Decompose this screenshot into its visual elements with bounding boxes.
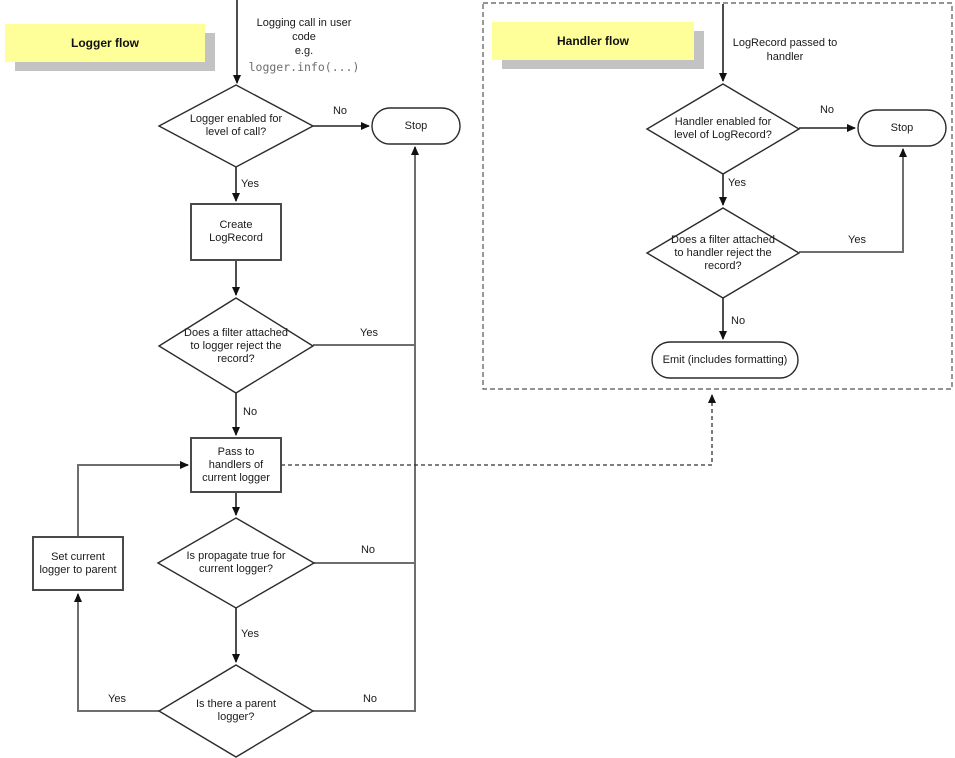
edge-label-parent-yes: Yes (108, 693, 126, 705)
edge-setparent-to-pass (77, 461, 189, 537)
edge-label-hfilter-no: No (731, 315, 746, 327)
handler-entry-text: LogRecord passed to handler (732, 37, 838, 63)
edge-label-propagate-no: No (360, 544, 376, 556)
edge-pass-to-handler-flow-dashed (281, 394, 716, 466)
edge-label-propagate-yes: Yes (241, 628, 259, 640)
handler-flow-title: Handler flow (556, 34, 629, 48)
emit-node (651, 341, 799, 379)
edge-label-enabled-no: No (332, 105, 348, 117)
handler-enabled-diamond (645, 83, 801, 175)
pass-to-handlers-label: Pass to handlers of current logger (202, 445, 270, 484)
edge-label-hfilter-yes: Yes (848, 234, 866, 246)
handler-flow-region (482, 2, 953, 390)
set-current-logger-box (32, 536, 124, 591)
edge-hfilter-yes-line (799, 148, 907, 253)
handler-stop-node (857, 109, 947, 147)
parent-logger-diamond (157, 664, 315, 758)
logger-entry-code: logger.info(...) (248, 60, 360, 74)
emit-label: Emit (includes formatting) (662, 353, 788, 366)
propagate-label: Is propagate true for current logger? (186, 550, 286, 575)
edge-label-parent-no: No (362, 693, 378, 705)
pass-to-handlers-box (190, 437, 282, 493)
edge-label-enabled-yes: Yes (241, 178, 259, 190)
propagate-diamond (156, 517, 316, 609)
logger-enabled-label: Logger enabled for level of call? (189, 113, 283, 138)
edge-parent-yes-line (74, 593, 159, 712)
logger-stop-node (371, 107, 461, 145)
handler-stop-label: Stop (890, 121, 914, 134)
logger-stop-label: Stop (404, 119, 428, 132)
edge-trunk-to-stop (313, 146, 419, 712)
logger-enabled-diamond (157, 84, 315, 168)
logger-flow-title-note: Logger flow (5, 24, 205, 62)
handler-enabled-label: Handler enabled for level of LogRecord? (674, 116, 772, 141)
create-logrecord-label: Create LogRecord (209, 219, 263, 244)
handler-flow-title-note: Handler flow (492, 22, 694, 60)
edge-label-henabled-no: No (819, 104, 835, 116)
logger-filter-label: Does a filter attached to logger reject … (184, 326, 288, 365)
set-current-logger-label: Set current logger to parent (39, 550, 117, 576)
logger-entry-text: Logging call in user code e.g. (256, 17, 352, 57)
logger-flow-title: Logger flow (71, 36, 139, 50)
edge-label-filter-no: No (243, 406, 258, 418)
handler-filter-diamond (645, 207, 801, 299)
create-logrecord-box (190, 203, 282, 261)
parent-logger-label: Is there a parent logger? (195, 698, 277, 723)
edge-label-filter-yes: Yes (360, 327, 378, 339)
edge-label-henabled-yes: Yes (728, 177, 746, 189)
logger-filter-diamond (157, 297, 315, 394)
handler-filter-label: Does a filter attached to handler reject… (671, 233, 775, 272)
